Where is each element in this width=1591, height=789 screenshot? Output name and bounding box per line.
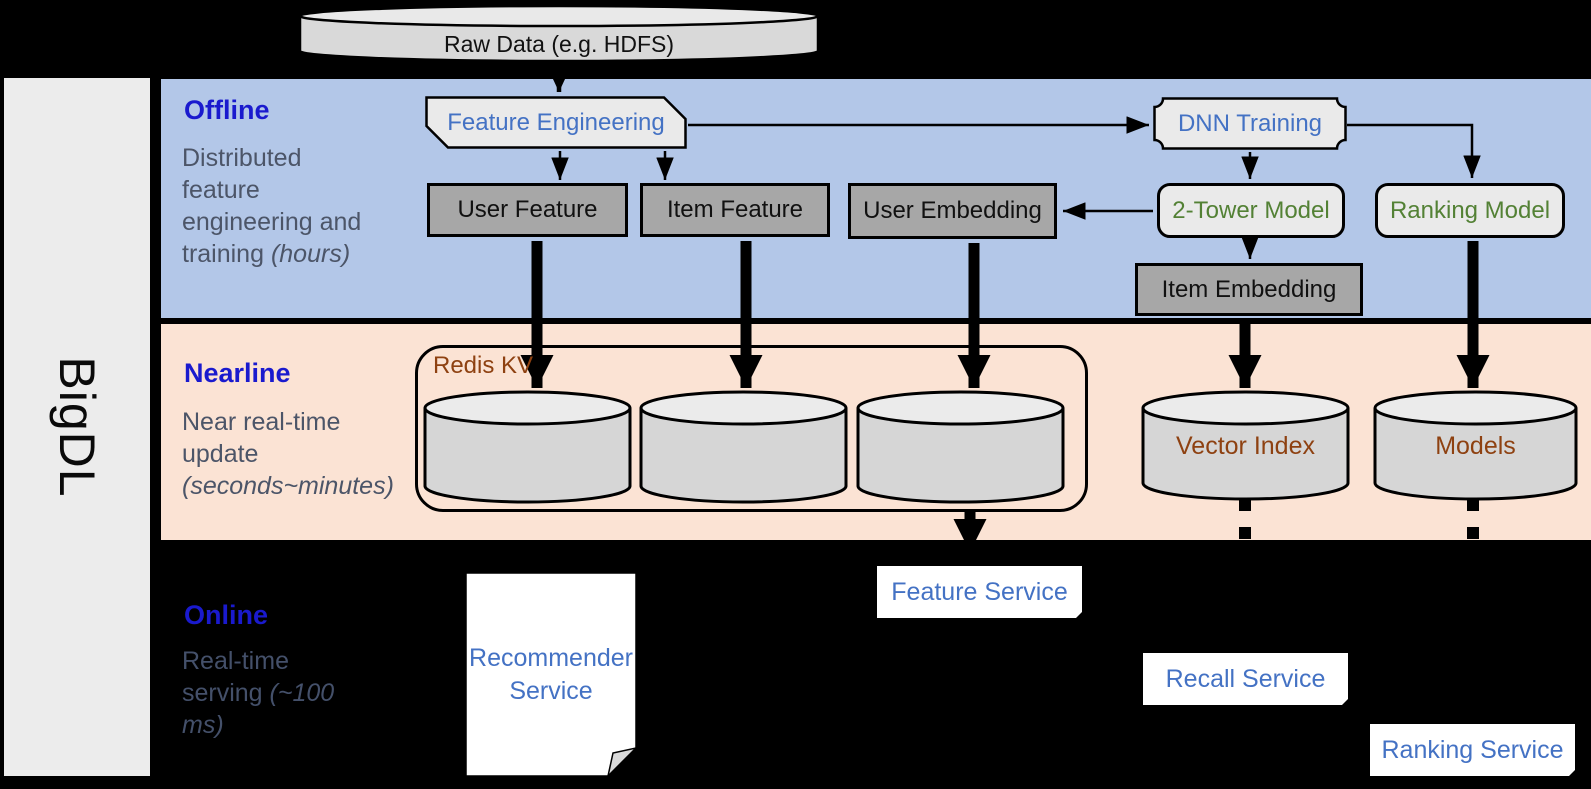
feature-engineering-label: Feature Engineering bbox=[447, 108, 665, 136]
models-store: Models bbox=[1373, 390, 1578, 502]
vector-index-label: Vector Index bbox=[1176, 432, 1315, 460]
feature-service-label: Feature Service bbox=[891, 577, 1068, 606]
cylinder-top bbox=[856, 390, 1065, 426]
redis-kv-frame bbox=[415, 345, 1088, 512]
cylinder-body bbox=[856, 408, 1065, 504]
cylinder-body bbox=[423, 408, 632, 504]
bigdl-sidebar: BigDL bbox=[4, 78, 150, 776]
user-feature-label: User Feature bbox=[457, 196, 598, 223]
item-feature-node: Item Feature bbox=[640, 183, 830, 237]
two-tower-model-label: 2-Tower Model bbox=[1172, 196, 1330, 224]
cylinder-top bbox=[423, 390, 632, 426]
offline-subtitle: Distributed feature engineering and trai… bbox=[182, 144, 362, 268]
recall-service-label: Recall Service bbox=[1165, 664, 1326, 693]
plaque-shape bbox=[1153, 97, 1347, 150]
kv-cylinder-3 bbox=[856, 390, 1065, 505]
user-embedding-node: User Embedding bbox=[848, 183, 1057, 239]
cylinder-body bbox=[1141, 408, 1350, 501]
dnn-training-label: DNN Training bbox=[1177, 109, 1323, 137]
ranking-model-node: Ranking Model bbox=[1375, 183, 1565, 238]
item-embedding-node: Item Embedding bbox=[1135, 263, 1363, 316]
cylinder-top bbox=[1373, 390, 1578, 426]
cylinder-top bbox=[639, 390, 848, 426]
item-feature-label: Item Feature bbox=[666, 196, 804, 223]
ranking-service-label: Ranking Service bbox=[1381, 735, 1564, 764]
cylinder-body bbox=[1373, 408, 1578, 501]
kv-cylinder-2 bbox=[639, 390, 848, 505]
offline-title: Offline bbox=[184, 95, 270, 125]
cylinder-top bbox=[1141, 390, 1350, 426]
feature-service-node: Feature Service bbox=[877, 566, 1084, 623]
folded-corner bbox=[607, 747, 637, 777]
two-tower-model-node: 2-Tower Model bbox=[1157, 183, 1345, 238]
nearline-title: Nearline bbox=[184, 358, 291, 388]
recommender-service-node: Recommender Service bbox=[465, 572, 637, 777]
dnn-training-node: DNN Training bbox=[1153, 97, 1347, 150]
user-embedding-label: User Embedding bbox=[863, 197, 1042, 224]
kv-cylinder-1 bbox=[423, 390, 632, 505]
raw-data-store: Raw Data (e.g. HDFS) bbox=[298, 4, 820, 64]
arrow-dnn-to-ranking-model bbox=[1347, 123, 1481, 178]
online-subtitle: Real-time serving (~100 ms) bbox=[182, 647, 335, 739]
cylinder-body bbox=[639, 408, 848, 504]
cylinder-top bbox=[298, 4, 820, 28]
nearline-subtitle: Near real-time update (seconds~minutes) bbox=[182, 408, 394, 500]
online-title: Online bbox=[184, 600, 269, 630]
ranking-model-label: Ranking Model bbox=[1389, 196, 1551, 224]
item-embedding-label: Item Embedding bbox=[1161, 275, 1337, 303]
ranking-service-node: Ranking Service bbox=[1370, 724, 1577, 781]
cylinder-body bbox=[298, 16, 820, 63]
vector-index-store: Vector Index bbox=[1141, 390, 1350, 502]
feature-engineering-node: Feature Engineering bbox=[425, 96, 687, 149]
user-feature-node: User Feature bbox=[427, 183, 628, 237]
recommender-service-label: Recommender Service bbox=[469, 644, 633, 705]
models-label: Models bbox=[1435, 432, 1516, 460]
recall-service-node: Recall Service bbox=[1143, 653, 1350, 710]
raw-data-label: Raw Data (e.g. HDFS) bbox=[443, 30, 675, 57]
redis-kv-label: Redis KV bbox=[433, 352, 534, 379]
online-band bbox=[161, 540, 1591, 789]
snip-rect-shape bbox=[425, 96, 687, 149]
